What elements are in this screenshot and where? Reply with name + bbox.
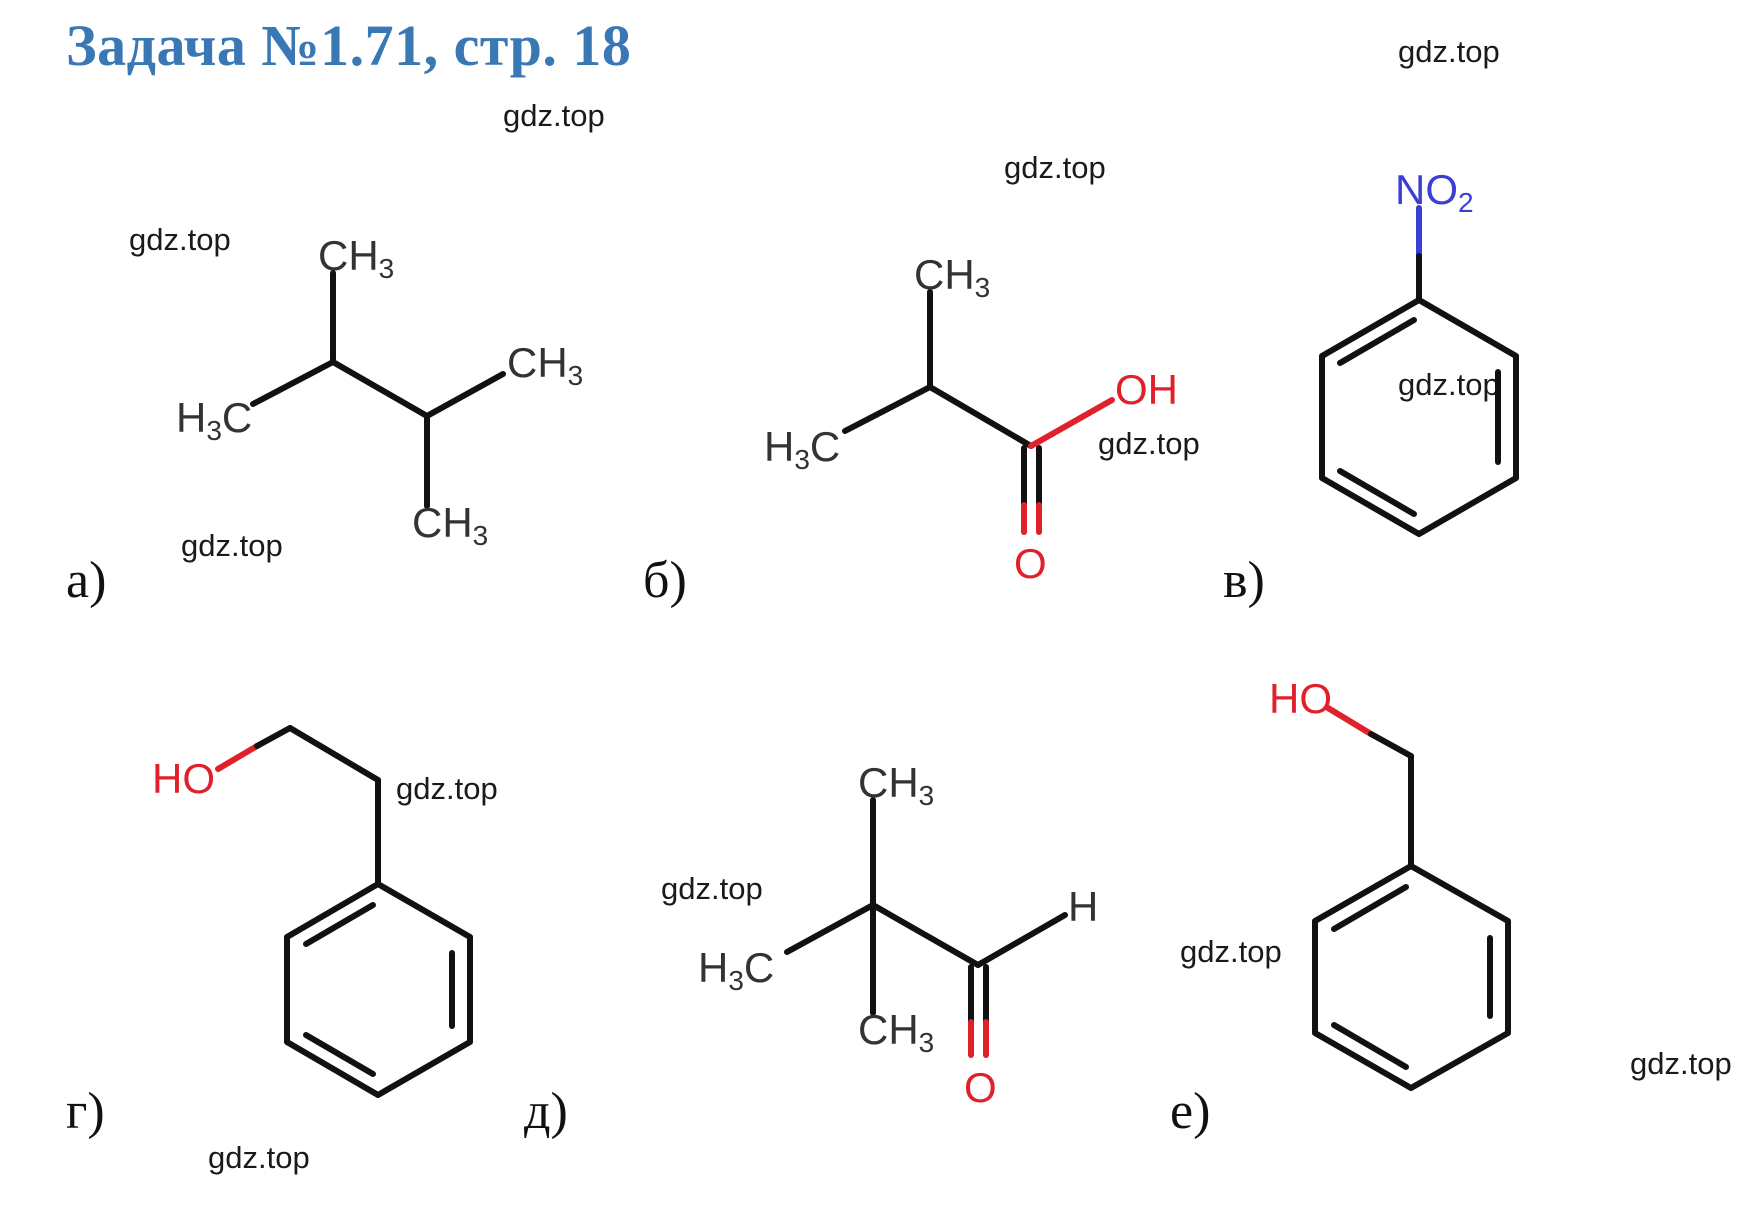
atom-ch3-bottom-a: CH3 — [412, 499, 488, 551]
bonds-b — [842, 289, 1042, 508]
bonds-a — [250, 270, 506, 509]
watermark: gdz.top — [1398, 367, 1500, 402]
watermark: gdz.top — [661, 871, 763, 906]
bonds-e — [1312, 731, 1511, 1091]
watermark: gdz.top — [1398, 34, 1500, 69]
atom-h3c-b: H3C — [764, 423, 840, 475]
atom-oh-b: OH — [1115, 366, 1178, 413]
atom-ho-g: HO — [152, 755, 215, 802]
watermark: gdz.top — [1004, 150, 1106, 185]
atom-h-d: H — [1068, 883, 1098, 930]
atom-ch3-top-a: CH3 — [318, 232, 394, 284]
bonds-g — [254, 725, 473, 1098]
atom-o-b: O — [1014, 540, 1047, 587]
watermark: gdz.top — [503, 98, 605, 133]
bond-o-c-g — [215, 743, 260, 772]
watermark: gdz.top — [129, 222, 231, 257]
atom-no2-v: NO2 — [1395, 166, 1474, 218]
atom-ch3-top-d: CH3 — [858, 759, 934, 811]
label-a: а) — [66, 552, 107, 609]
watermark: gdz.top — [1098, 426, 1200, 461]
atom-h3c-d: H3C — [698, 944, 774, 996]
molecule-b: CH3 H3C OH O — [764, 251, 1178, 587]
molecule-d: CH3 H3C CH3 H O — [698, 759, 1098, 1111]
molecule-e: HO — [1269, 675, 1511, 1091]
watermark: gdz.top — [181, 528, 283, 563]
bond-c-oh-b — [1028, 397, 1115, 449]
label-d: д) — [524, 1083, 568, 1140]
atom-ch3-bottom-d: CH3 — [858, 1006, 934, 1058]
watermark: gdz.top — [208, 1140, 310, 1175]
bonds-v — [1319, 253, 1519, 537]
watermark: gdz.top — [1630, 1046, 1732, 1081]
molecule-g: HO — [152, 725, 473, 1098]
atom-o-d: O — [964, 1064, 997, 1111]
bonds-d — [784, 797, 1068, 1025]
molecule-v: NO2 — [1319, 166, 1519, 537]
bond-o-c-e — [1325, 705, 1374, 737]
label-b: б) — [643, 552, 687, 609]
label-g: г) — [66, 1083, 105, 1140]
label-v: в) — [1223, 552, 1265, 609]
atom-h3c-a: H3C — [176, 394, 252, 446]
molecule-a: CH3 H3C CH3 CH3 — [176, 232, 583, 551]
watermark: gdz.top — [396, 771, 498, 806]
watermark: gdz.top — [1180, 934, 1282, 969]
atom-ho-e: HO — [1269, 675, 1332, 722]
page-title: Задача №1.71, стр. 18 — [66, 13, 632, 78]
label-e: е) — [1170, 1083, 1211, 1140]
atom-ch3-right-a: CH3 — [507, 339, 583, 391]
atom-ch3-top-b: CH3 — [914, 251, 990, 303]
